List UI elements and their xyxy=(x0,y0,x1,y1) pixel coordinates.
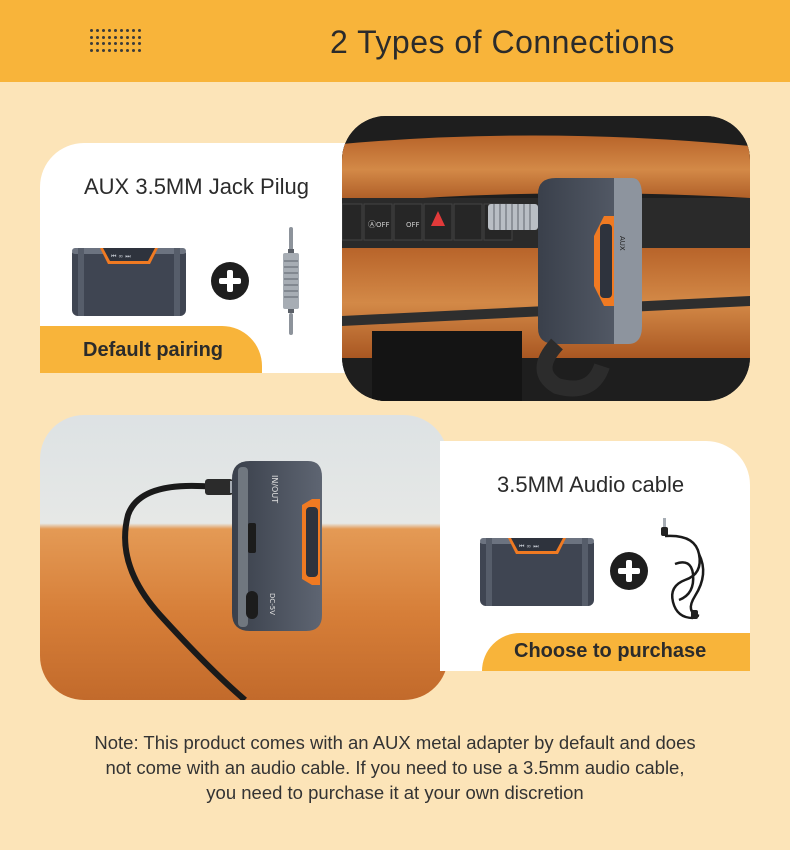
cable-option-title: 3.5MM Audio cable xyxy=(497,472,685,497)
svg-text:⏮ ∞ ⏭: ⏮ ∞ ⏭ xyxy=(519,543,539,550)
default-pairing-label: Default pairing xyxy=(83,339,224,361)
svg-text:Ⓐ: Ⓐ xyxy=(368,220,376,229)
purchase-label: Choose to purchase xyxy=(514,640,707,662)
in-out-label: IN/OUT xyxy=(270,475,279,503)
dc5v-label: DC-5V xyxy=(268,593,276,615)
purchase-tag xyxy=(482,633,750,671)
default-pairing-tag xyxy=(40,326,262,373)
svg-text:⏮ ∞ ⏭: ⏮ ∞ ⏭ xyxy=(111,253,131,260)
receiver-device-image: ⏮ ∞ ⏭ xyxy=(72,248,186,316)
note-line-2: not come with an audio cable. If you nee… xyxy=(105,757,685,778)
grid-dots-icon xyxy=(90,29,141,53)
off-label-1: OFF xyxy=(376,221,390,229)
receiver-device-image-2: ⏮ ∞ ⏭ xyxy=(480,538,594,606)
audio-cable-image xyxy=(661,518,705,620)
plus-icon-2 xyxy=(610,552,648,590)
car-dashboard-photo: Ⓐ OFF OFF AUX xyxy=(342,116,750,401)
note-line-3: you need to purchase it at your own disc… xyxy=(206,782,584,803)
header-bar xyxy=(0,0,790,82)
aux-device-label: AUX xyxy=(618,236,626,251)
plus-icon xyxy=(211,262,249,300)
page-title: 2 Types of Connections xyxy=(330,24,675,60)
aux-option-title: AUX 3.5MM Jack Pilug xyxy=(84,174,309,199)
note-line-1: Note: This product comes with an AUX met… xyxy=(94,732,696,753)
off-label-2: OFF xyxy=(406,221,420,229)
desk-device-photo: IN/OUT DC-5V xyxy=(40,415,448,700)
note-text: Note: This product comes with an AUX met… xyxy=(40,730,750,805)
aux-plug-image xyxy=(283,227,299,335)
